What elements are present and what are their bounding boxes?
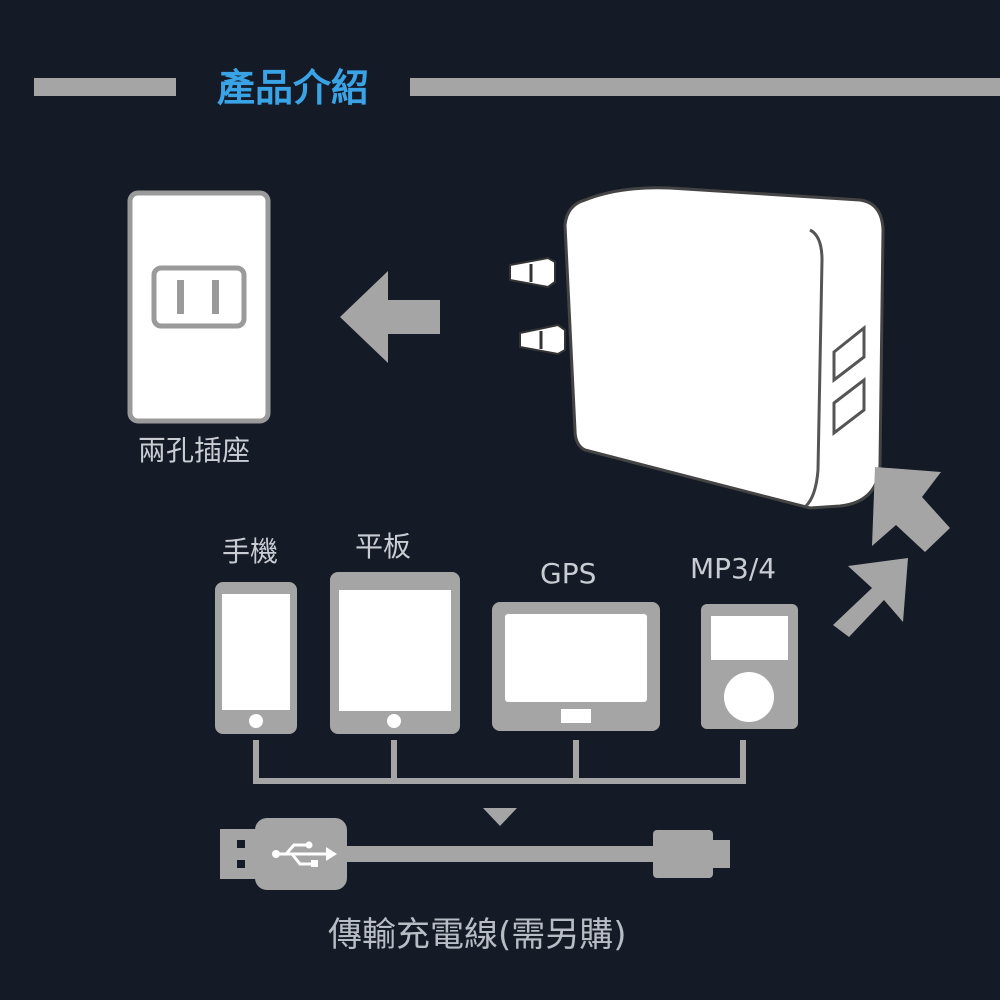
device-bracket [253,740,746,784]
device-tablet [330,572,460,734]
tablet-home-button [387,714,401,728]
down-triangle-icon [483,808,517,826]
header-bar-left [34,78,176,96]
mp3-screen [711,616,788,660]
socket-slot-right [212,280,219,314]
gps-port [561,709,591,723]
device-label-mp3: MP3/4 [690,552,777,585]
usb-port-bottom-icon [832,376,866,437]
usb-cable [220,818,730,890]
phone-home-button [249,714,263,728]
micro-usb-housing [653,830,713,878]
usb-port-top-icon [832,324,866,384]
device-label-gps: GPS [540,557,597,590]
arrow-left-icon [340,271,440,363]
usb-charger [509,186,885,510]
phone-screen [222,594,290,710]
micro-usb-tip [711,840,730,868]
socket-outlet [151,265,247,329]
device-gps [492,602,660,731]
mp3-wheel [724,672,774,722]
socket-slot-left [177,280,184,314]
device-mp3 [701,604,798,729]
charger-edge [804,228,824,508]
header-bar-right [410,78,1000,96]
gps-screen [505,614,647,702]
socket-label: 兩孔插座 [138,434,251,467]
cable-label: 傳輸充電線(需另購) [328,915,627,955]
tablet-screen [339,590,451,711]
usb-symbol-icon [272,841,337,867]
device-label-tablet: 平板 [355,530,412,563]
arrow-diagonal-bottom-icon [833,558,908,637]
wall-socket [127,190,271,424]
cable-wire [345,846,658,862]
arrow-diagonal-top-icon [872,467,950,552]
device-phone [215,582,297,734]
device-label-phone: 手機 [222,535,279,568]
header-title: 產品介紹 [216,66,369,110]
charger-body [563,186,885,510]
